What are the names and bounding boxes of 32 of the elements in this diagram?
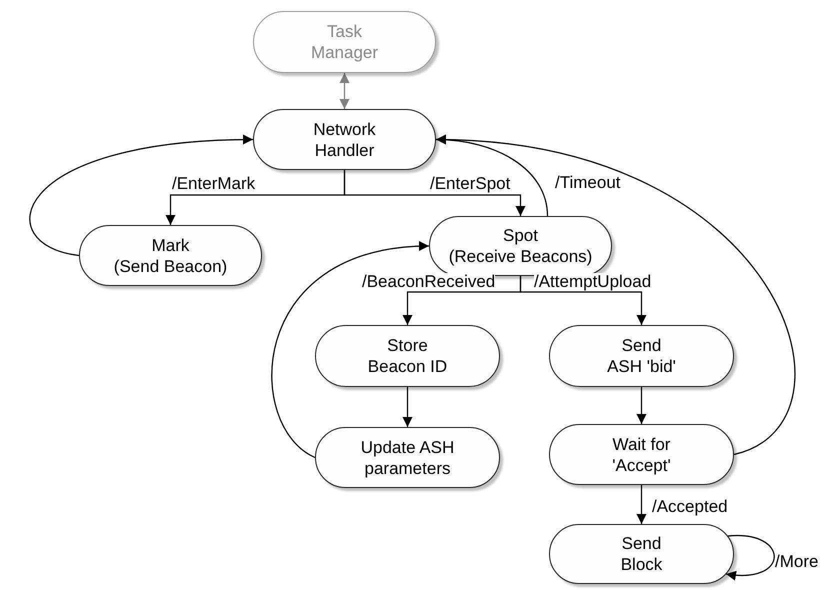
- state-name: Wait for 'Accept': [611, 434, 672, 476]
- state-name: (Receive Beacons): [448, 246, 592, 267]
- state-box: [253, 11, 436, 73]
- state-name: Network Handler: [312, 118, 377, 160]
- state-name: Update ASH parameters: [360, 436, 456, 478]
- transition-arrow: [340, 73, 350, 109]
- state-name: Task Manager: [310, 21, 380, 63]
- state-box: [253, 109, 436, 170]
- state-name: Send ASH 'bid': [606, 335, 677, 377]
- state-box: [315, 325, 500, 387]
- transition-arrow: [636, 485, 646, 524]
- transition-arrow: [402, 387, 412, 427]
- state-name: Send Block: [620, 533, 664, 575]
- transition-arrow: [436, 135, 795, 456]
- transition-arrow: [272, 242, 430, 458]
- state-box: [79, 225, 262, 286]
- transition-arrow: [344, 170, 526, 216]
- state-name: Store Beacon ID: [366, 335, 448, 377]
- state-box: [549, 424, 734, 485]
- edge-label: /Accepted: [652, 498, 728, 516]
- state-box: [315, 427, 500, 488]
- transition-arrow: [520, 276, 646, 325]
- state-name: Mark: [152, 234, 190, 256]
- transition-arrow: [726, 535, 775, 580]
- transition-arrow: [636, 387, 646, 424]
- state-box: [549, 325, 734, 387]
- state-name: (Send Beacon): [114, 256, 228, 276]
- transition-arrow: [30, 134, 254, 256]
- state-box: [549, 524, 734, 584]
- state-name: Spot: [503, 225, 538, 246]
- edge-label: /AttemptUpload: [534, 273, 652, 291]
- edge-label: /EnterSpot: [430, 175, 510, 193]
